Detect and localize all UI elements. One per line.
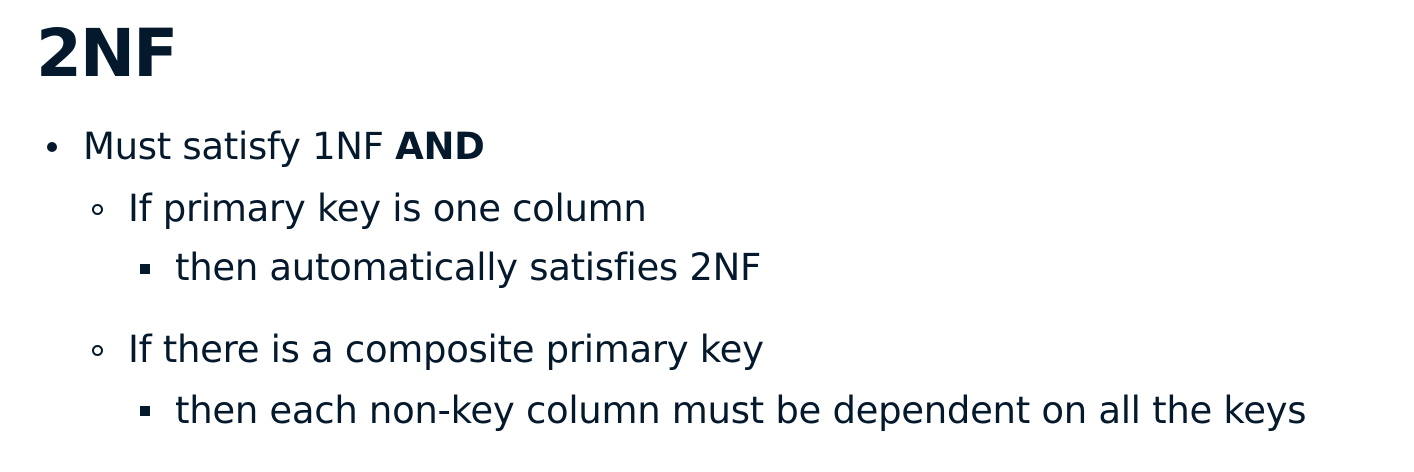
bullet-text: If there is a composite primary key bbox=[128, 328, 764, 371]
bullet-item-level2-composite-key: If there is a composite primary key bbox=[128, 327, 764, 373]
bullet-text: Must satisfy 1NF AND bbox=[83, 125, 485, 168]
slide-title: 2NF bbox=[36, 15, 178, 92]
square-bullet-icon bbox=[140, 406, 150, 416]
bullet-text: then automatically satisfies 2NF bbox=[175, 246, 761, 289]
bullet-item-level3-automatic: then automatically satisfies 2NF bbox=[175, 245, 761, 291]
circle-bullet-icon bbox=[92, 345, 103, 356]
bullet-item-level2-primary-key: If primary key is one column bbox=[128, 186, 647, 232]
bullet-text-plain: Must satisfy 1NF bbox=[83, 125, 396, 168]
bullet-item-level1: Must satisfy 1NF AND bbox=[83, 124, 485, 170]
circle-bullet-icon bbox=[92, 204, 103, 215]
disc-bullet-icon bbox=[47, 142, 57, 152]
bullet-text-emphasis: AND bbox=[395, 125, 485, 168]
square-bullet-icon bbox=[140, 264, 150, 274]
bullet-text: then each non-key column must be depende… bbox=[175, 389, 1307, 432]
bullet-item-level3-dependency: then each non-key column must be depende… bbox=[175, 388, 1307, 434]
bullet-text: If primary key is one column bbox=[128, 187, 647, 230]
